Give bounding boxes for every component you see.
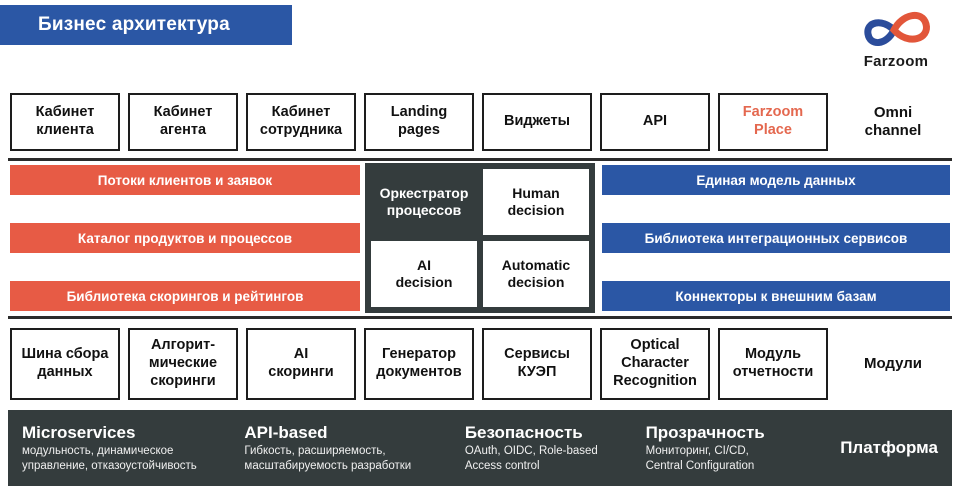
platform-item-desc-line1: OAuth, OIDC, Role-based <box>464 444 598 457</box>
channel-label-line2: Place <box>754 122 792 138</box>
module-box-algorithmic-scorings[interactable]: Алгорит- мические скоринги <box>128 328 238 400</box>
channel-label-line1: Кабинет <box>153 104 213 121</box>
module-box-document-generator[interactable]: Генератор документов <box>364 328 474 400</box>
module-label-line1: Модуль <box>744 346 802 363</box>
channel-label-line1: Landing <box>390 104 448 121</box>
modules-row: Шина сбора данных Алгорит- мические скор… <box>10 328 950 400</box>
omni-channel-row: Кабинет клиента Кабинет агента Кабинет с… <box>10 93 950 151</box>
module-label-line2: скоринги <box>268 364 334 380</box>
channel-label-line1: Виджеты <box>503 113 571 130</box>
page-title-banner: Бизнес архитектура <box>0 5 292 45</box>
module-label-line1: Алгорит- <box>150 337 216 354</box>
orchestrator-cell-line2: decision <box>395 274 453 290</box>
module-label-line1: Сервисы <box>504 346 570 363</box>
channel-box-api[interactable]: API <box>600 93 710 151</box>
orchestrator-cell-line2: decision <box>507 202 565 218</box>
module-label-line3: Recognition <box>613 372 697 389</box>
channel-box-agent-cabinet[interactable]: Кабинет агента <box>128 93 238 151</box>
omni-label-line1: Omni <box>873 103 913 121</box>
business-logic-column: Потоки клиентов и заявок Каталог продукт… <box>10 165 360 311</box>
orchestrator-label-line2: процессов <box>386 202 462 218</box>
channel-label-line1: Кабинет <box>271 104 331 121</box>
module-label-line2: Character <box>621 355 689 372</box>
brand-logo: Farzoom <box>848 6 944 70</box>
module-box-ai-scorings[interactable]: AI скоринги <box>246 328 356 400</box>
orchestrator-cell-line1: Human <box>512 185 560 202</box>
platform-item-security: Безопасность OAuth, OIDC, Role-based Acc… <box>465 422 646 475</box>
platform-item-transparency: Прозрачность Мониторинг, CI/CD, Central … <box>646 422 841 475</box>
page-title: Бизнес архитектура <box>38 14 230 35</box>
modules-row-label: Модули <box>863 354 923 372</box>
platform-item-desc-line2: Central Configuration <box>645 460 755 473</box>
module-label-line2: мические <box>148 355 218 372</box>
platform-row-label: Платформа <box>840 438 938 457</box>
bar-integration-services-library[interactable]: Библиотека интеграционных сервисов <box>602 223 950 253</box>
module-label-line2: документов <box>376 364 462 380</box>
orchestrator-cell-automatic-decision[interactable]: Automatic decision <box>483 241 589 307</box>
bar-scoring-rating-library[interactable]: Библиотека скорингов и рейтингов <box>10 281 360 311</box>
module-box-kuep-services[interactable]: Сервисы КУЭП <box>482 328 592 400</box>
infinity-icon <box>864 12 930 46</box>
channel-label-line1: API <box>642 113 668 130</box>
logo-wordmark: Farzoom <box>863 53 929 70</box>
platform-item-heading: API-based <box>244 422 328 442</box>
module-label-line1: Optical <box>630 337 680 354</box>
orchestrator-cell-line2: decision <box>507 274 565 290</box>
orchestrator-label: Оркестратор процессов <box>371 169 477 235</box>
bar-product-process-catalog[interactable]: Каталог продуктов и процессов <box>10 223 360 253</box>
module-box-data-collection-bus[interactable]: Шина сбора данных <box>10 328 120 400</box>
bar-client-request-flows[interactable]: Потоки клиентов и заявок <box>10 165 360 195</box>
platform-item-desc-line1: Мониторинг, CI/CD, <box>645 444 749 457</box>
module-box-ocr[interactable]: Optical Character Recognition <box>600 328 710 400</box>
omni-label-line2: channel <box>864 122 922 139</box>
module-box-reporting[interactable]: Модуль отчетности <box>718 328 828 400</box>
platform-item-api-based: API-based Гибкость, расширяемость, масшт… <box>244 422 464 475</box>
module-label-line1: Шина сбора <box>21 346 109 363</box>
platform-item-desc-line1: модульность, динамическое <box>22 444 174 457</box>
platform-item-desc-line2: Access control <box>464 460 540 473</box>
platform-item-desc-line2: масштабируемость разработки <box>244 460 412 473</box>
channel-box-widgets[interactable]: Виджеты <box>482 93 592 151</box>
orchestrator-cell-line1: Automatic <box>501 257 571 274</box>
platform-item-microservices: Microservices модульность, динамическое … <box>22 422 244 475</box>
module-label-line2: отчетности <box>732 364 814 380</box>
orchestrator-label-line1: Оркестратор <box>379 185 469 202</box>
platform-footer: Microservices модульность, динамическое … <box>8 410 952 486</box>
platform-item-desc-line1: Гибкость, расширяемость, <box>244 444 386 457</box>
bar-external-db-connectors[interactable]: Коннекторы к внешним базам <box>602 281 950 311</box>
module-label-line2: данных <box>37 364 93 380</box>
orchestrator-cell-ai-decision[interactable]: AI decision <box>371 241 477 307</box>
channel-label-line2: pages <box>398 122 440 138</box>
omni-channel-row-label: Omni channel <box>836 93 950 151</box>
module-label-line1: AI <box>293 346 309 363</box>
platform-item-heading: Microservices <box>22 422 136 442</box>
channel-box-employee-cabinet[interactable]: Кабинет сотрудника <box>246 93 356 151</box>
divider-line-top <box>8 158 952 161</box>
channel-label-line2: агента <box>159 122 207 138</box>
channel-label-line2: клиента <box>36 122 94 138</box>
core-band: Потоки клиентов и заявок Каталог продукт… <box>0 163 960 313</box>
orchestrator-cell-human-decision[interactable]: Human decision <box>483 169 589 235</box>
channel-label-line2: сотрудника <box>259 122 343 138</box>
orchestrator-cell-line1: AI <box>416 257 431 274</box>
platform-item-desc-line2: управление, отказоустойчивость <box>22 460 197 473</box>
bar-unified-data-model[interactable]: Единая модель данных <box>602 165 950 195</box>
module-label-line3: скоринги <box>150 372 216 389</box>
divider-line-bottom <box>8 316 952 319</box>
platform-item-heading: Прозрачность <box>645 422 765 442</box>
channel-box-farzoom-place[interactable]: Farzoom Place <box>718 93 828 151</box>
channel-box-client-cabinet[interactable]: Кабинет клиента <box>10 93 120 151</box>
channel-label-line1: Farzoom <box>742 104 804 121</box>
process-orchestrator: Оркестратор процессов Human decision AI … <box>365 163 595 313</box>
module-label-line1: Генератор <box>382 346 456 363</box>
module-label-line2: КУЭП <box>517 364 557 380</box>
platform-item-heading: Безопасность <box>464 422 583 442</box>
data-layer-column: Единая модель данных Библиотека интеграц… <box>602 165 950 311</box>
channel-box-landing-pages[interactable]: Landing pages <box>364 93 474 151</box>
channel-label-line1: Кабинет <box>35 104 95 121</box>
